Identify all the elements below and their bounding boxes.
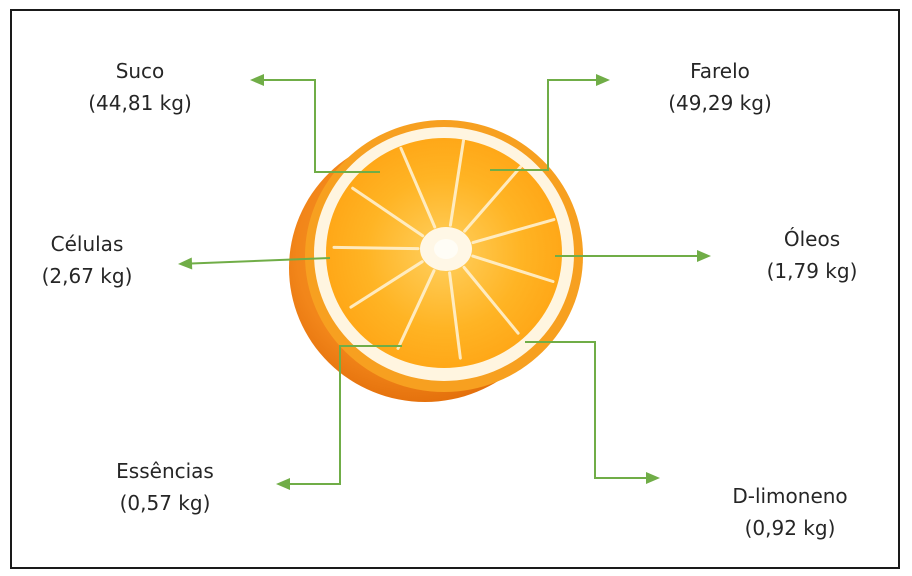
celulas-amount: (2,67 kg): [0, 260, 187, 292]
dlimoneno-amount: (0,92 kg): [690, 512, 890, 544]
essencias-name: Essências: [65, 455, 265, 487]
label-essencias: Essências (0,57 kg): [65, 455, 265, 519]
arrowhead-dlimoneno: [646, 472, 660, 484]
arrowhead-farelo: [596, 74, 610, 86]
arrowhead-essencias: [276, 478, 290, 490]
label-suco: Suco (44,81 kg): [40, 55, 240, 119]
segment-line: [334, 247, 418, 248]
oleos-amount: (1,79 kg): [712, 255, 912, 287]
arrow-dlimoneno: [525, 342, 650, 478]
oleos-name: Óleos: [712, 223, 912, 255]
label-dlimoneno: D-limoneno (0,92 kg): [690, 480, 890, 544]
essencias-amount: (0,57 kg): [65, 487, 265, 519]
celulas-name: Células: [0, 228, 187, 260]
dlimoneno-name: D-limoneno: [690, 480, 890, 512]
arrowhead-oleos: [697, 250, 711, 262]
label-oleos: Óleos (1,79 kg): [712, 223, 912, 287]
label-farelo: Farelo (49,29 kg): [620, 55, 820, 119]
suco-name: Suco: [40, 55, 240, 87]
orange-image: [289, 120, 583, 402]
label-celulas: Células (2,67 kg): [0, 228, 187, 292]
suco-amount: (44,81 kg): [40, 87, 240, 119]
orange-core-center: [434, 239, 458, 259]
farelo-amount: (49,29 kg): [620, 87, 820, 119]
arrowhead-suco: [250, 74, 264, 86]
farelo-name: Farelo: [620, 55, 820, 87]
